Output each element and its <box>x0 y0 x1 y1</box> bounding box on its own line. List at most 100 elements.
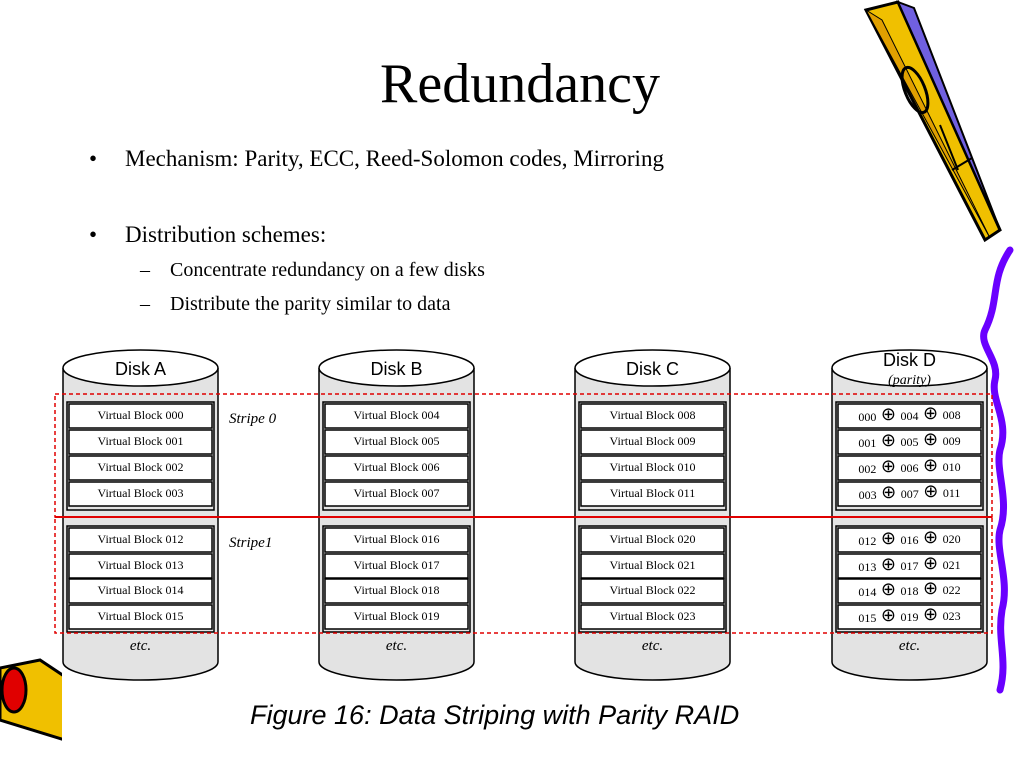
virtual-block-label: Virtual Block 001 <box>98 434 184 448</box>
virtual-block <box>837 403 982 429</box>
virtual-block <box>837 553 982 579</box>
parity-block-label: 002 ⊕ 006 ⊕ 010 <box>858 455 960 476</box>
virtual-block <box>837 481 982 507</box>
virtual-block-label: Virtual Block 022 <box>610 583 696 597</box>
virtual-block <box>68 527 213 553</box>
sub-dash: – <box>140 259 150 281</box>
bullet-dot: • <box>89 222 98 247</box>
virtual-block <box>837 455 982 481</box>
disk-top <box>318 349 475 387</box>
block-group-frame <box>835 401 984 511</box>
disk-etc-label: etc. <box>899 638 920 654</box>
figure-caption: Figure 16: Data Striping with Parity RAI… <box>250 700 740 730</box>
sub-text: Concentrate redundancy on a few disks <box>170 259 485 281</box>
disk-name: Disk B <box>370 359 422 379</box>
virtual-block <box>580 527 725 553</box>
virtual-block <box>580 578 725 604</box>
parity-block-label: 015 ⊕ 019 ⊕ 023 <box>858 604 960 625</box>
virtual-block-label: Virtual Block 009 <box>610 434 696 448</box>
block-group-frame <box>578 525 727 633</box>
virtual-block <box>580 455 725 481</box>
virtual-block <box>580 604 725 630</box>
virtual-block-label: Virtual Block 018 <box>354 583 440 597</box>
virtual-block-label: Virtual Block 013 <box>98 558 184 572</box>
virtual-block-label: Virtual Block 011 <box>610 486 696 500</box>
block-group-frame <box>322 401 471 511</box>
block-group-frame <box>835 525 984 633</box>
bullet-mechanism: • Mechanism: Parity, ECC, Reed-Solomon c… <box>89 146 664 172</box>
parity-block-label: 000 ⊕ 004 ⊕ 008 <box>858 403 960 424</box>
virtual-block <box>837 429 982 455</box>
virtual-block <box>580 403 725 429</box>
virtual-block-label: Virtual Block 016 <box>354 532 440 546</box>
virtual-block-label: Virtual Block 007 <box>354 486 440 500</box>
subitem-distribute: – Distribute the parity similar to data <box>140 293 451 316</box>
parity-block-label: 001 ⊕ 005 ⊕ 009 <box>858 429 960 450</box>
virtual-block-label: Virtual Block 005 <box>354 434 440 448</box>
stripe-1-outline <box>54 516 993 634</box>
virtual-block <box>837 527 982 553</box>
sub-text: Distribute the parity similar to data <box>170 293 451 315</box>
disk-top <box>574 349 731 387</box>
virtual-block-label: Virtual Block 000 <box>98 408 184 422</box>
virtual-block <box>68 604 213 630</box>
virtual-block <box>68 403 213 429</box>
virtual-block <box>324 481 469 507</box>
block-group-frame <box>322 525 471 633</box>
virtual-block-label: Virtual Block 014 <box>98 583 184 597</box>
squiggle-icon <box>980 246 1014 694</box>
disk-name: Disk D <box>883 350 936 370</box>
pencil-icon <box>863 0 1002 243</box>
virtual-block <box>324 553 469 579</box>
virtual-block-label: Virtual Block 015 <box>98 609 184 623</box>
virtual-block-label: Virtual Block 008 <box>610 408 696 422</box>
disk-top <box>831 349 988 387</box>
virtual-block <box>68 429 213 455</box>
virtual-block <box>68 578 213 604</box>
slide-title: Redundancy <box>380 53 660 115</box>
virtual-block <box>324 429 469 455</box>
virtual-block-label: Virtual Block 017 <box>354 558 440 572</box>
virtual-block <box>324 455 469 481</box>
virtual-block <box>580 481 725 507</box>
bullet-text: Mechanism: Parity, ECC, Reed-Solomon cod… <box>125 146 664 171</box>
block-group-frame <box>578 401 727 511</box>
virtual-block <box>580 429 725 455</box>
bullet-text: Distribution schemes: <box>125 222 327 247</box>
block-group-frame <box>66 401 215 511</box>
virtual-block-label: Virtual Block 003 <box>98 486 184 500</box>
virtual-block <box>68 455 213 481</box>
stripe-1-label: Stripe1 <box>229 535 272 551</box>
virtual-block-label: Virtual Block 012 <box>98 532 184 546</box>
block-group-frame <box>66 525 215 633</box>
caption-backdrop <box>62 660 962 768</box>
disk-etc-label: etc. <box>642 638 663 654</box>
virtual-block-label: Virtual Block 019 <box>354 609 440 623</box>
virtual-block <box>324 527 469 553</box>
virtual-block-label: Virtual Block 021 <box>610 558 696 572</box>
virtual-block <box>68 553 213 579</box>
parity-block-label: 013 ⊕ 017 ⊕ 021 <box>858 553 960 574</box>
parity-block-label: 012 ⊕ 016 ⊕ 020 <box>858 527 960 548</box>
parity-block-label: 014 ⊕ 018 ⊕ 022 <box>858 578 960 599</box>
virtual-block <box>837 578 982 604</box>
virtual-block <box>324 403 469 429</box>
virtual-block-label: Virtual Block 020 <box>610 532 696 546</box>
disk-name: Disk A <box>115 359 166 379</box>
disk-note: (parity) <box>888 373 931 388</box>
virtual-block <box>324 604 469 630</box>
virtual-block-label: Virtual Block 023 <box>610 609 696 623</box>
subitem-concentrate: – Concentrate redundancy on a few disks <box>140 259 485 282</box>
virtual-block-label: Virtual Block 004 <box>354 408 440 422</box>
disk-etc-label: etc. <box>386 638 407 654</box>
bullet-distribution: • Distribution schemes: <box>89 222 327 248</box>
virtual-block <box>324 578 469 604</box>
virtual-block-label: Virtual Block 002 <box>98 460 184 474</box>
disk-name: Disk C <box>626 359 679 379</box>
virtual-block <box>68 481 213 507</box>
virtual-block-label: Virtual Block 010 <box>610 460 696 474</box>
